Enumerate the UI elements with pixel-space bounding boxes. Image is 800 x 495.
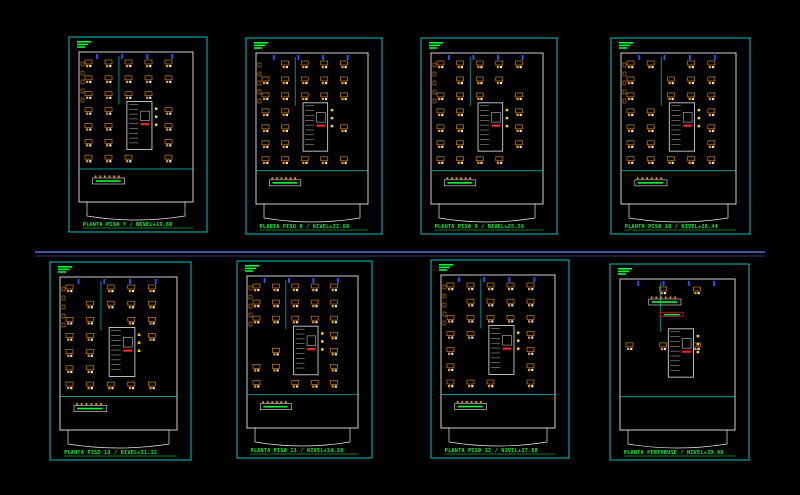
sheet-title-label: PLANTA PISO 7 / NIVEL+19.80 (83, 222, 173, 228)
furniture-layout (625, 286, 701, 351)
interior-partitions (60, 281, 177, 397)
sheet-title-label: PLANTA PISO 8 / NIVEL+22.68 (260, 224, 350, 230)
conference-table (73, 403, 108, 412)
floor-plan-sheet[interactable]: PLANTA PISO 10 / NIVEL+31.32 (49, 261, 192, 461)
building-walls (255, 52, 369, 223)
title-block-tag (254, 42, 268, 49)
building-walls (78, 51, 194, 221)
sheet-title-label: PLANTA PENTHOUSE / NIVEL+39.96 (624, 450, 724, 456)
conference-table (634, 177, 668, 187)
furniture-layout (248, 283, 338, 388)
vertical-core (77, 279, 157, 377)
building-walls (619, 278, 736, 449)
building-walls (430, 52, 544, 223)
conference-table (269, 177, 302, 187)
vertical-core (638, 55, 717, 152)
sheet-frame (68, 36, 208, 233)
floor-plan-sheet[interactable]: PLANTA PISO 9 / NIVEL+25.56 (420, 37, 558, 235)
title-block-tag (439, 264, 453, 271)
furniture-layout (61, 284, 156, 390)
conference-table (648, 296, 684, 317)
conference-table (260, 401, 292, 410)
sheet-frame (610, 37, 751, 235)
sheet-title-label: PLANTA PISO 9 / NIVEL+25.56 (435, 224, 525, 230)
sheet-frame (430, 259, 570, 459)
interior-partitions (621, 57, 736, 172)
interior-partitions (256, 57, 368, 172)
furniture-layout (257, 60, 348, 164)
vertical-core (263, 278, 339, 376)
building-walls (246, 275, 359, 447)
title-block-tag (619, 42, 633, 49)
furniture-layout (80, 59, 173, 163)
vertical-core (458, 277, 536, 375)
sheet-frame (245, 37, 383, 235)
interior-partitions (441, 279, 555, 395)
vertical-core (447, 55, 524, 152)
furniture-layout (442, 282, 535, 388)
floor-plan-sheet[interactable]: PLANTA PISO 10 / NIVEL+28.44 (610, 37, 751, 235)
title-block-tag (77, 41, 91, 48)
floor-plan-sheet[interactable]: PLANTA PISO 7 / NIVEL+19.80 (68, 36, 208, 233)
interior-partitions (79, 56, 193, 170)
furniture-layout (432, 60, 523, 164)
sheet-frame (49, 261, 192, 461)
floor-plan-sheet[interactable]: PLANTA PISO 11 / NIVEL+34.20 (236, 260, 373, 459)
row-separator (35, 251, 765, 257)
building-walls (440, 274, 556, 447)
sheet-title-label: PLANTA PISO 12 / NIVEL+37.08 (445, 448, 538, 454)
vertical-core (96, 54, 174, 150)
furniture-layout (622, 60, 716, 164)
conference-table (454, 401, 487, 410)
floor-plan-sheet[interactable]: PLANTA PISO 8 / NIVEL+22.68 (245, 37, 383, 235)
sheet-title-label: PLANTA PISO 10 / NIVEL+31.32 (64, 450, 157, 456)
conference-table (444, 177, 477, 187)
sheet-frame (420, 37, 558, 235)
floor-plan-sheet[interactable]: PLANTA PISO 12 / NIVEL+37.08 (430, 259, 570, 459)
title-block-tag (429, 42, 443, 49)
floor-plan-sheet[interactable]: PLANTA PENTHOUSE / NIVEL+39.96 (609, 263, 750, 461)
conference-table (92, 175, 125, 185)
sheet-title-label: PLANTA PISO 11 / NIVEL+34.20 (251, 448, 344, 454)
vertical-core (637, 281, 716, 378)
vertical-core (272, 55, 349, 152)
sheet-frame (609, 263, 750, 461)
title-block-tag (618, 268, 632, 275)
building-walls (59, 276, 178, 449)
title-block-tag (58, 266, 72, 273)
interior-partitions (247, 280, 358, 395)
building-walls (620, 52, 737, 223)
sheet-title-label: PLANTA PISO 10 / NIVEL+28.44 (625, 224, 718, 230)
title-block-tag (245, 265, 259, 272)
sheet-frame (236, 260, 373, 459)
interior-partitions (431, 57, 543, 172)
